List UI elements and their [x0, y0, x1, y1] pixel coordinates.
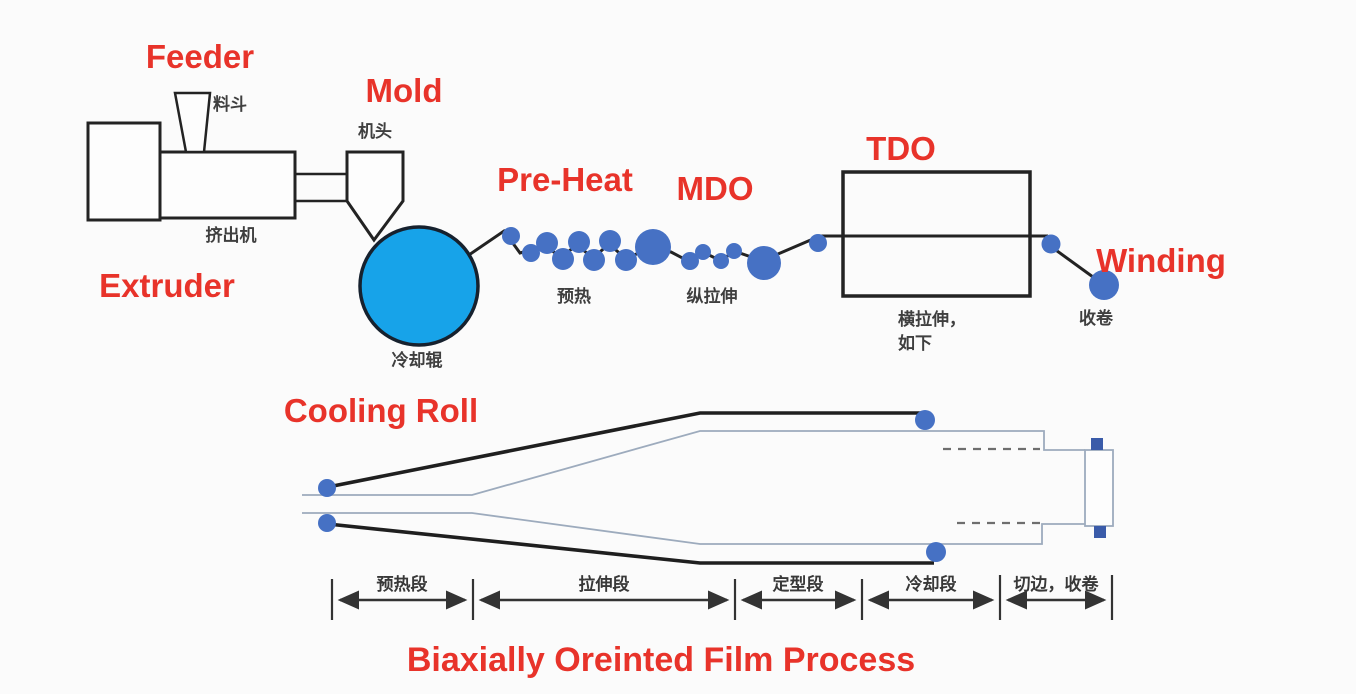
pre-heat-label: Pre-Heat — [497, 161, 633, 198]
roll-circle — [1041, 234, 1061, 254]
roll-circle — [809, 234, 827, 252]
tenter-top-film-edge-line — [302, 430, 1085, 496]
tenter-dimension-band — [330, 575, 1114, 620]
longitudinal-stretch-cn-label: 纵拉伸 — [687, 286, 738, 306]
as-below-cn-label: 如下 — [898, 333, 932, 353]
roll-circle — [583, 249, 605, 271]
winder-square-bottom — [1094, 526, 1106, 538]
extruder-barrel-shape — [158, 150, 297, 220]
extruder-body-shape — [86, 121, 162, 222]
preheat-mdo-rolls — [502, 227, 1119, 300]
extruder-label: Extruder — [99, 267, 235, 304]
extruder-cn-label: 挤出机 — [206, 225, 257, 245]
roll-circle — [615, 249, 637, 271]
roll-circle — [726, 243, 742, 259]
preheat-cn-label: 预热 — [557, 286, 591, 306]
section-label-cooling: 冷却段 — [906, 574, 957, 594]
roll-circle — [599, 230, 621, 252]
tenter-exit-roll-top — [915, 410, 935, 430]
winding-roll-circle — [1089, 270, 1119, 300]
mdo-large-roll-circle — [635, 229, 671, 265]
winder-box — [1084, 449, 1114, 527]
winder-square-top — [1091, 438, 1103, 450]
extruder-group — [86, 91, 405, 243]
diagram-title: Biaxially Oreinted Film Process — [407, 641, 915, 679]
chill-roll-cn-label: 冷却辊 — [392, 350, 443, 370]
mdo-large-roll-circle — [747, 246, 781, 280]
section-label-stretch: 拉伸段 — [579, 574, 630, 594]
cooling-roll-circle — [358, 225, 480, 347]
tenter-bottom-film-edge-line — [302, 512, 1085, 545]
mold-label: Mold — [366, 72, 443, 109]
tenter-frame-group — [302, 410, 1114, 565]
roll-circle — [502, 227, 520, 245]
roll-circle — [568, 231, 590, 253]
section-label-preheat: 预热段 — [377, 574, 428, 594]
mdo-label: MDO — [677, 170, 754, 207]
roll-circle — [713, 253, 729, 269]
tenter-entry-roll-top — [318, 479, 336, 497]
feeder-hopper-shape — [173, 91, 212, 154]
section-label-setting: 定型段 — [773, 574, 824, 594]
tenter-top-rail-line — [327, 411, 924, 489]
roll-circle — [552, 248, 574, 270]
section-label-trim-wind: 切边，收卷 — [1014, 574, 1100, 594]
hopper-cn-label: 料斗 — [213, 94, 247, 114]
winding-cn-label: 收卷 — [1079, 308, 1114, 328]
mold-die-shape — [345, 150, 405, 243]
tdo-oven-box — [841, 170, 1032, 298]
transverse-stretch-cn-label: 横拉伸， — [898, 309, 966, 329]
tenter-bottom-rail-line — [327, 522, 934, 565]
tdo-label: TDO — [866, 130, 936, 167]
roll-circle — [522, 244, 540, 262]
feeder-label: Feeder — [146, 38, 254, 75]
tenter-entry-roll-bottom — [318, 514, 336, 532]
die-head-cn-label: 机头 — [358, 121, 392, 141]
winding-label: Winding — [1096, 242, 1226, 279]
cooling-roll-label: Cooling Roll — [284, 392, 478, 429]
film-to-winder-line — [1052, 246, 1094, 279]
roll-circle — [536, 232, 558, 254]
roll-circle — [681, 252, 699, 270]
roll-circle — [695, 244, 711, 260]
tenter-exit-roll-bottom — [926, 542, 946, 562]
